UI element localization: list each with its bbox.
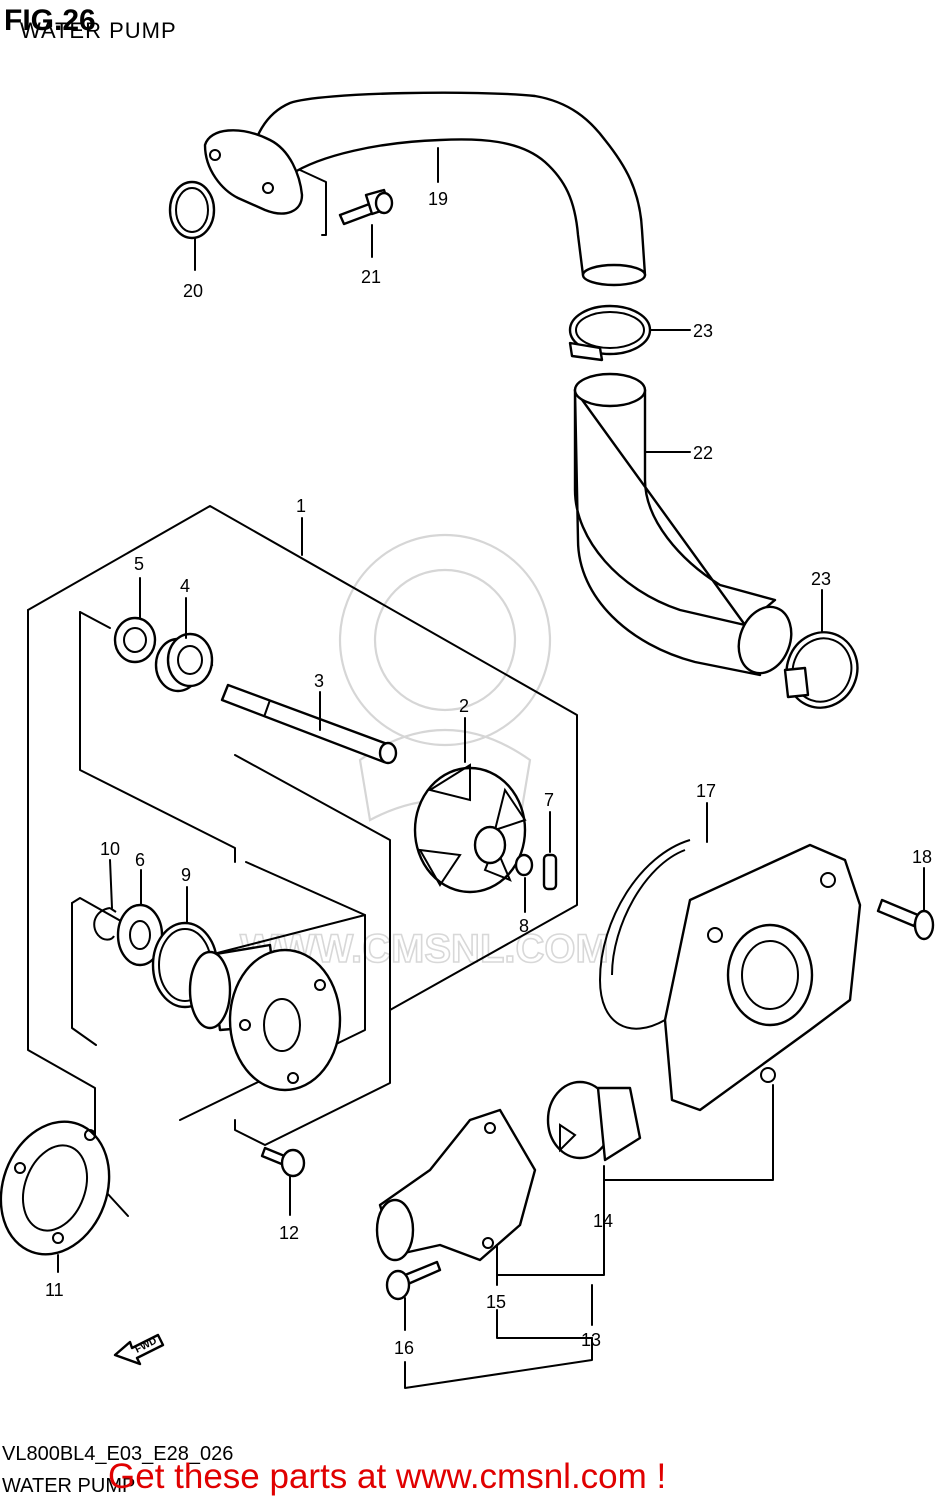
callout-11: 11: [45, 1280, 64, 1300]
part-2-impeller: [413, 763, 527, 894]
fwd-arrow-icon: FWD: [113, 1333, 165, 1366]
part-15-thermostat-cover: [375, 1108, 537, 1262]
figure-number: FIG.26: [4, 4, 96, 37]
part-18-bolt: [876, 898, 935, 941]
leader-lines: [57, 147, 925, 1389]
diagram-code: VL800BL4_E03_E28_026: [2, 1443, 233, 1465]
callout-23-upper: 23: [693, 321, 713, 341]
part-5-oil-seal: [113, 616, 157, 664]
callout-12: 12: [279, 1223, 299, 1243]
callout-15: 15: [486, 1292, 506, 1312]
callout-6: 6: [135, 850, 145, 870]
promo-link-text[interactable]: Get these parts at www.cmsnl.com !: [108, 1457, 666, 1496]
callout-20: 20: [183, 281, 203, 301]
callout-1: 1: [296, 496, 306, 516]
part-17-pump-cover: [663, 843, 862, 1112]
callout-4: 4: [180, 576, 190, 596]
callout-22: 22: [693, 443, 713, 463]
callout-16: 16: [394, 1338, 414, 1358]
part-7-dowel-pin: [542, 853, 558, 891]
part-4-mechanical-seal: [154, 632, 214, 693]
cmsnl-watermark: WWW.CMSNL.COM: [239, 533, 610, 972]
callout-9: 9: [181, 865, 191, 885]
part-17-gasket: [598, 839, 691, 1030]
part-1-kit-outline: [27, 505, 578, 1217]
part-23-hose-clamp-lower: [783, 631, 859, 709]
part-21-bolt: [338, 188, 394, 226]
part-23-hose-clamp-upper: [568, 304, 652, 362]
callout-8: 8: [519, 916, 529, 936]
part-14-thermostat: [546, 1080, 642, 1162]
callout-19: 19: [428, 189, 448, 209]
figure-title: WATER PUMP: [20, 18, 177, 43]
callout-3: 3: [314, 671, 324, 691]
callout-21: 21: [361, 267, 381, 287]
part-12-screw: [260, 1146, 306, 1178]
part-3-pump-shaft: [220, 683, 398, 765]
footer-subtitle: WATER PUMP: [2, 1475, 135, 1497]
callout-14: 14: [593, 1211, 613, 1231]
callout-labels: 19 20 21 23 22 23 1 5 4 3 2 7 8 10 6 9 1…: [45, 189, 932, 1358]
callout-18: 18: [912, 847, 932, 867]
part-16-screw: [385, 1260, 442, 1301]
callout-17: 17: [696, 781, 716, 801]
callout-7: 7: [544, 790, 554, 810]
callout-10: 10: [100, 839, 120, 859]
callout-23-lower: 23: [811, 569, 831, 589]
part-11-gasket: [0, 1120, 111, 1256]
part-8-o-ring: [514, 853, 534, 877]
callout-5: 5: [134, 554, 144, 574]
part-20-o-ring: [168, 180, 216, 240]
callout-2: 2: [459, 696, 469, 716]
part-19-water-pipe: [203, 91, 647, 287]
callout-13: 13: [581, 1330, 601, 1350]
part-10-circlip: [93, 907, 117, 941]
part-1-pump-housing: [188, 943, 342, 1092]
part-22-water-hose: [573, 372, 793, 677]
